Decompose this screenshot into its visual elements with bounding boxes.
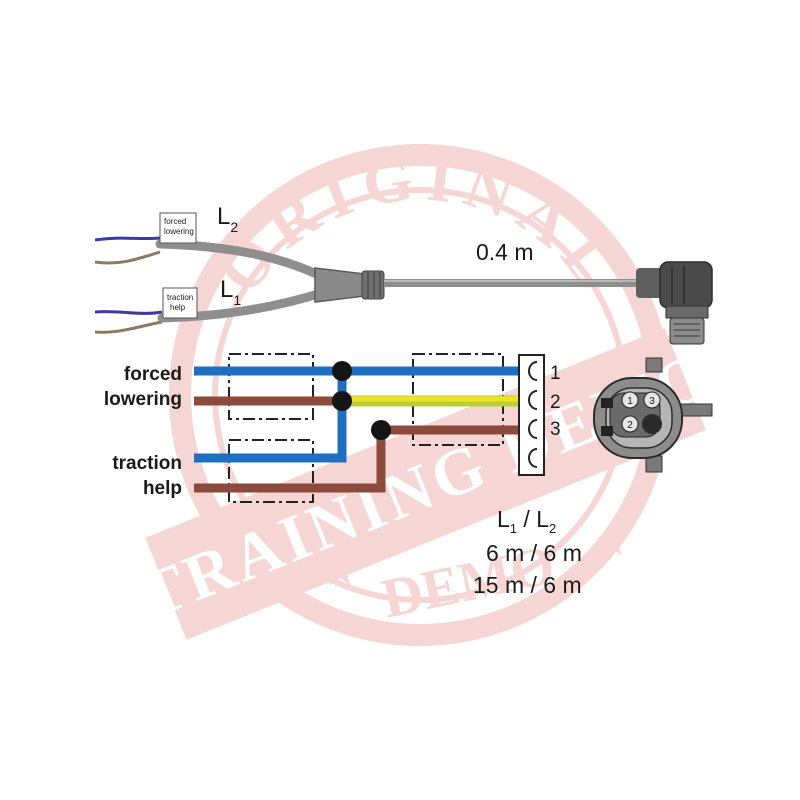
terminal-block xyxy=(518,354,545,476)
group-label-traction: traction xyxy=(112,453,182,474)
lengths-header: L1 / L2 xyxy=(497,506,556,536)
leg-label-lower: L1 xyxy=(220,276,241,308)
group-label-forced: forced xyxy=(124,364,182,385)
lengths-row: 15 m / 6 m xyxy=(473,572,582,598)
junction-dot xyxy=(332,391,352,411)
group-label-lowering: lowering xyxy=(104,389,182,410)
group-label-help: help xyxy=(143,478,182,499)
right-angle-plug-icon xyxy=(636,261,713,345)
lengths-row: 6 m / 6 m xyxy=(486,540,582,566)
junction-dot xyxy=(371,420,391,440)
tag-traction-help: traction help xyxy=(162,287,198,319)
watermark-star-icon: ★ xyxy=(594,520,630,564)
watermark-star-icon: ★ xyxy=(320,546,359,595)
tag-forced-lowering: forced lowering xyxy=(159,212,197,244)
connector-pin-label: 1 xyxy=(627,396,633,407)
wire-brown-traction xyxy=(194,425,525,493)
connector-pin-label: 2 xyxy=(627,420,633,431)
tag-text: lowering xyxy=(164,227,194,236)
cable-illustration xyxy=(94,236,713,345)
main-cable-length: 0.4 m xyxy=(476,239,534,265)
pin-label: 3 xyxy=(550,419,561,440)
pin-label: 2 xyxy=(550,392,561,413)
connector-pin-label: 3 xyxy=(649,396,655,407)
tag-text: traction xyxy=(167,293,193,302)
dashed-box xyxy=(228,353,314,420)
tag-text: forced xyxy=(164,217,186,226)
wiring-schematic: 1 2 3 forced lowering traction help xyxy=(104,353,561,503)
tag-text: help xyxy=(170,303,186,312)
dashed-box xyxy=(228,439,314,503)
junction-dot xyxy=(332,361,352,381)
connector-face-icon xyxy=(593,357,713,473)
leg-label-upper: L2 xyxy=(217,203,238,235)
pin-label: 1 xyxy=(550,363,561,384)
